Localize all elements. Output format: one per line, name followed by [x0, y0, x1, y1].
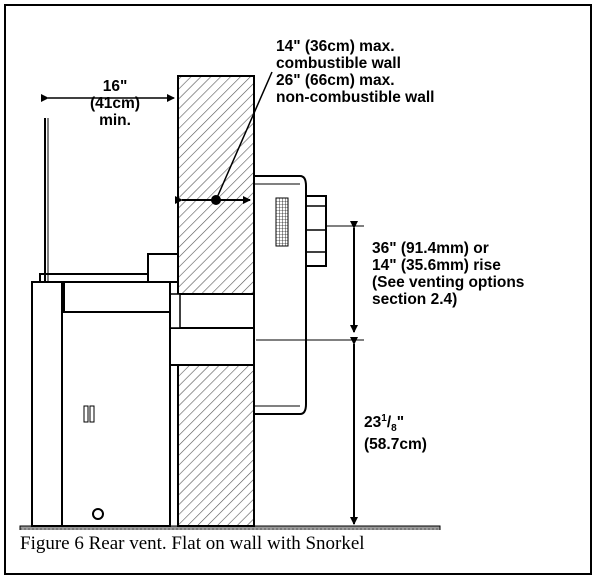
control-knob	[92, 508, 104, 520]
rise-line-2: 14" (35.6mm) rise	[372, 257, 501, 274]
height-numerator: 1	[381, 412, 387, 424]
wall-line-4: non-combustible wall	[276, 89, 435, 106]
vent-pipe	[167, 327, 257, 366]
rise-line-1: 36" (91.4mm) or	[372, 240, 489, 257]
figure-caption: Figure 6 Rear vent. Flat on wall with Sn…	[20, 533, 365, 554]
height-whole: 23	[364, 414, 382, 431]
wall-line-3: 26" (66cm) max.	[276, 72, 395, 89]
clearance-value: 16"	[102, 78, 128, 95]
height-inch: "	[396, 414, 405, 431]
wall-line-1: 14" (36cm) max.	[276, 38, 395, 55]
snorkel-hood	[253, 175, 307, 415]
height-metric: (58.7cm)	[364, 436, 427, 453]
clearance-label: 16" (41cm) min.	[82, 78, 148, 129]
clearance-note: min.	[99, 112, 131, 129]
leader-line	[215, 71, 273, 201]
height-denominator: 8	[391, 423, 397, 435]
rise-line-4: section 2.4)	[372, 291, 458, 308]
firebox-top	[63, 281, 171, 313]
wall-lower	[177, 364, 255, 527]
snorkel-grille	[275, 197, 289, 247]
snorkel-pipe	[305, 195, 327, 267]
height-label: 231/8" (58.7cm)	[364, 412, 427, 456]
rise-label: 36" (91.4mm) or 14" (35.6mm) rise (See v…	[372, 240, 524, 308]
rise-line-3: (See venting options	[372, 274, 525, 291]
wall-thickness-label: 14" (36cm) max. combustible wall 26" (66…	[276, 38, 434, 106]
wall-line-2: combustible wall	[276, 55, 401, 72]
height-value: 231/8"	[364, 412, 405, 435]
top-vent-box	[147, 253, 179, 283]
wall-upper	[177, 75, 255, 295]
rear-vent-diagram	[19, 71, 441, 530]
clearance-metric: (41cm)	[90, 95, 140, 112]
